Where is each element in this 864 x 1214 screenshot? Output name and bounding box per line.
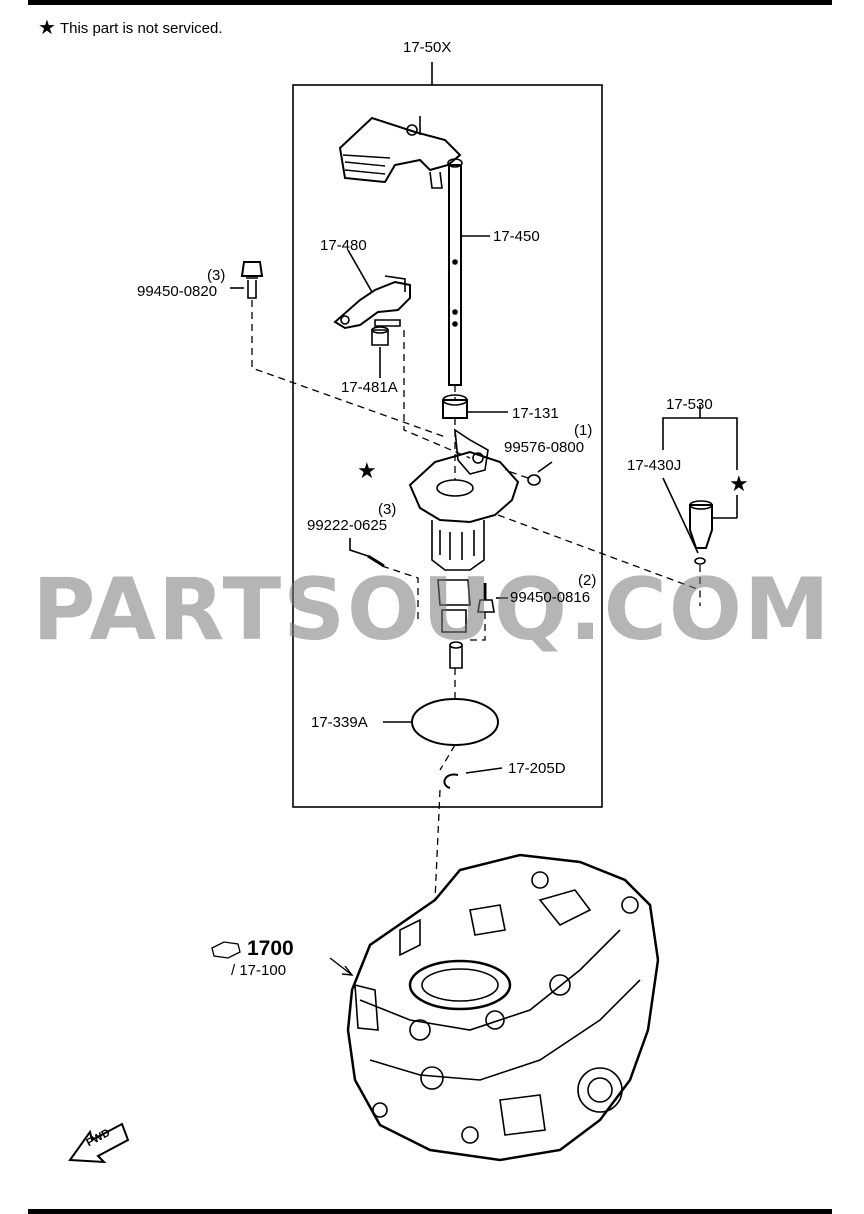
part-17-480-label: 17-480 <box>320 237 367 254</box>
cap-17-131 <box>442 399 468 419</box>
oring-code-label: 99576-0800 <box>504 439 585 456</box>
note-text: This part is not serviced. <box>59 19 223 37</box>
shift-unit-body <box>408 450 520 524</box>
oring-qty-label: (1) <box>574 422 593 439</box>
part-17-205d-label: 17-205D <box>508 760 566 777</box>
case-sub-label: / 17-100 <box>231 962 287 979</box>
assembly-frame <box>292 84 603 808</box>
pin-qty-label: (3) <box>378 501 397 518</box>
sensor-17-430j <box>689 504 713 549</box>
star-icon: ★ <box>357 458 377 483</box>
bolt2-qty-label: (2) <box>578 572 597 589</box>
transmission-case <box>346 853 660 1162</box>
part-17-131-label: 17-131 <box>512 405 559 422</box>
top-border <box>28 0 832 5</box>
not-serviced-note: ★ This part is not serviced. <box>38 18 223 38</box>
part-17-450-label: 17-450 <box>493 228 540 245</box>
assembly-label: 17-50X <box>403 39 452 56</box>
select-lever <box>338 116 462 184</box>
bolt-code-label: 99450-0820 <box>137 283 218 300</box>
oring-99576 <box>527 474 541 486</box>
fwd-arrow <box>68 1122 130 1164</box>
part-17-339a-label: 17-339A <box>311 714 368 731</box>
oring-17-339a <box>411 698 499 746</box>
case-main-label: 1700 <box>247 937 294 960</box>
bolt-qty-label: (3) <box>207 267 226 284</box>
part-17-481a-label: 17-481A <box>341 379 398 396</box>
shift-rod <box>448 164 462 386</box>
part-17-430j-label: 17-430J <box>627 457 682 474</box>
pin-code-label: 99222-0625 <box>307 517 388 534</box>
clip-17-205d <box>443 773 459 789</box>
bottom-border <box>28 1209 832 1214</box>
bracket-17-480 <box>333 280 411 330</box>
part-17-530-label: 17-530 <box>666 396 713 413</box>
star-icon: ★ <box>729 471 749 496</box>
bolt2-code-label: 99450-0816 <box>510 589 591 606</box>
star-icon: ★ <box>38 17 56 39</box>
bolt-99450-0820 <box>240 261 264 277</box>
